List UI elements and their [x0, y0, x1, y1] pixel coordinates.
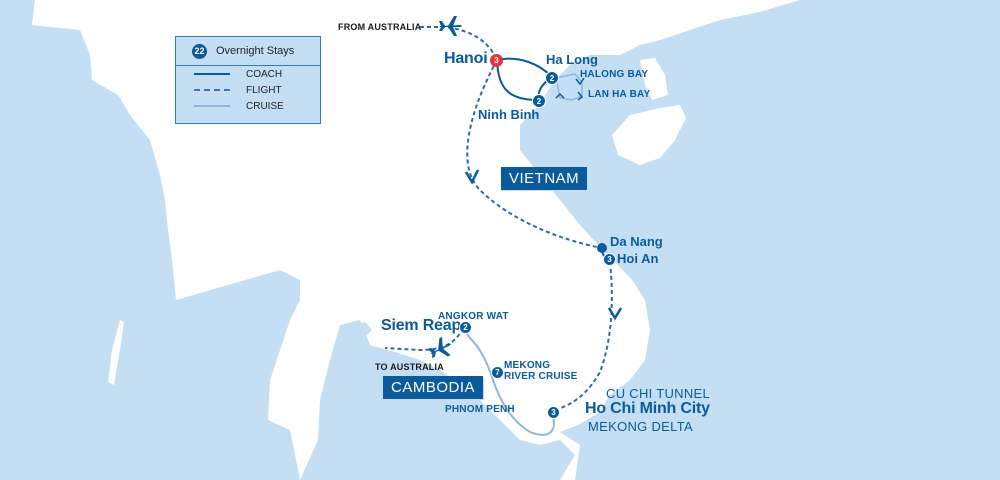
arrow-south-vietnam	[607, 307, 623, 321]
poi-lan-ha-bay: LAN HA BAY	[588, 89, 651, 100]
stop-siemreap-label: Siem Reap	[381, 317, 462, 334]
flight-line-icon	[194, 89, 230, 91]
plane-icon-to-australia	[427, 336, 451, 359]
poi-angkor-wat: ANGKOR WAT	[438, 311, 509, 322]
halong-nights-badge: 2	[545, 71, 559, 85]
poi-mekong-cruise-1: MEKONG	[504, 360, 551, 371]
poi-halong-bay: HALONG BAY	[580, 69, 649, 80]
cruise-arrow-1	[575, 77, 585, 86]
cruise-line-icon	[194, 105, 230, 107]
legend-label: COACH	[246, 68, 283, 80]
stop-ninhbinh-label: Ninh Binh	[478, 107, 540, 122]
legend-row-flight: FLIGHT	[176, 82, 320, 98]
hainan-island	[612, 105, 686, 165]
overnight-label: Overnight Stays	[216, 45, 295, 57]
country-label-cambodia: CAMBODIA	[383, 376, 484, 399]
poi-mekong-cruise-2: RIVER CRUISE	[504, 371, 578, 382]
danang-marker	[597, 243, 607, 253]
from-australia-label: FROM AUSTRALIA	[338, 22, 422, 32]
flight-to-australia	[384, 327, 464, 352]
stop-halong-label: Ha Long	[546, 52, 598, 67]
andaman-islands	[108, 320, 124, 385]
legend-label: CRUISE	[246, 100, 284, 112]
plane-icon-from-australia	[439, 16, 462, 36]
cruise-arrow-2	[577, 91, 584, 101]
leizhou-peninsula	[640, 58, 668, 100]
stop-danang-label: Da Nang	[610, 234, 663, 249]
stop-hanoi-label: Hanoi	[444, 50, 488, 67]
poi-phnom-penh: PHNOM PENH	[445, 404, 515, 415]
hcmc-nights-badge: 3	[547, 406, 560, 419]
gulf-of-thailand	[300, 320, 575, 480]
legend-label: FLIGHT	[246, 84, 282, 96]
to-australia-label: TO AUSTRALIA	[375, 362, 444, 372]
arrow-north-vietnam	[464, 169, 480, 185]
coach-hanoi-halong	[496, 57, 552, 77]
mekong-nights-badge: 7	[491, 366, 504, 379]
legend-header: 22 Overnight Stays	[176, 37, 320, 66]
poi-mekong-delta: MEKONG DELTA	[588, 419, 693, 434]
hanoi-nights-badge: 3	[490, 54, 503, 67]
country-label-vietnam: VIETNAM	[501, 167, 588, 190]
ninhbinh-nights-badge: 2	[532, 94, 546, 108]
stop-hcmc-label: Ho Chi Minh City	[585, 400, 710, 417]
stop-hoian-label: Hoi An	[617, 251, 659, 266]
andaman-sea	[0, 0, 300, 480]
map-legend: 22 Overnight Stays COACH FLIGHT CRUISE	[175, 36, 321, 124]
flight-hanoi-danang	[466, 59, 603, 249]
coach-line-icon	[194, 73, 230, 75]
siemreap-nights-badge: 2	[459, 321, 472, 334]
poi-cu-chi-tunnel: CU CHI TUNNEL	[606, 386, 711, 401]
tonle-sap	[345, 322, 372, 340]
flight-hoian-hcmc	[554, 261, 613, 411]
legend-row-cruise: CRUISE	[176, 98, 320, 114]
hoian-nights-badge: 3	[603, 253, 616, 266]
coach-hanoi-ninhbinh	[496, 59, 539, 101]
legend-row-coach: COACH	[176, 66, 320, 82]
overnight-count-badge: 22	[192, 43, 207, 59]
cruise-arrow-3	[555, 92, 565, 99]
